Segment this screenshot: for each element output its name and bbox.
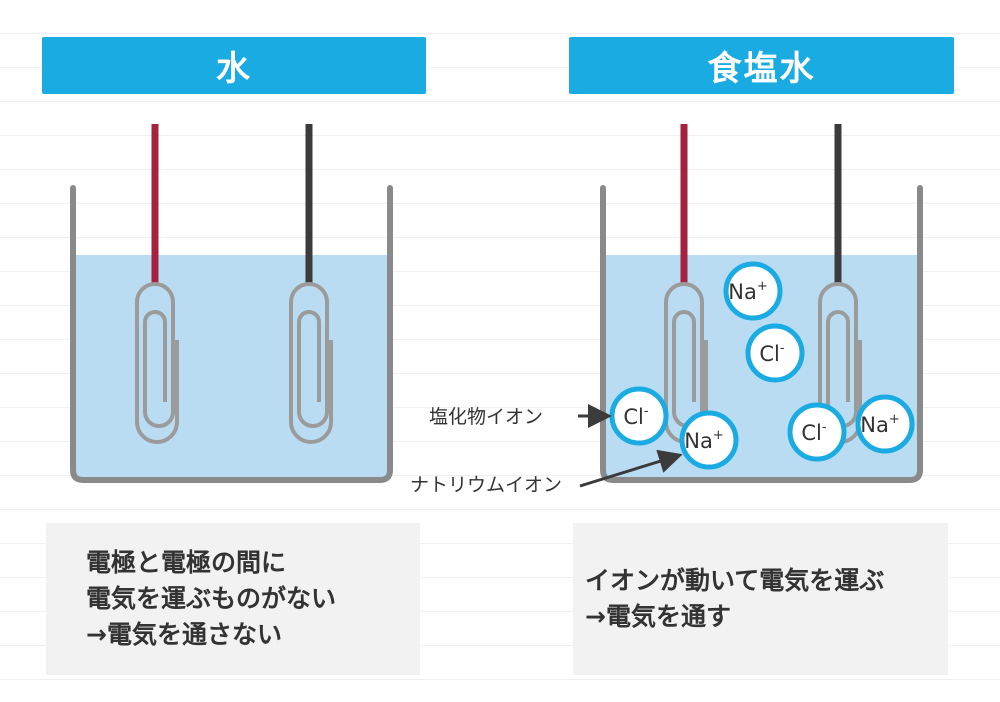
paperclip-left-2 bbox=[289, 282, 333, 444]
explanation-line: 電気を運ぶものがない bbox=[86, 584, 337, 613]
beaker-wall bbox=[70, 185, 393, 483]
saltwater-panel-title: 食塩水 bbox=[569, 37, 954, 94]
explanation-line: イオンが動いて電気を運ぶ bbox=[585, 566, 885, 595]
explanation-line: 電極と電極の間に bbox=[86, 548, 287, 577]
sodium-ion: Na+ bbox=[723, 261, 783, 321]
svg-text:Na+: Na+ bbox=[684, 428, 723, 453]
svg-text:Cl-: Cl- bbox=[759, 341, 785, 366]
sodium-callout-label: ナトリウムイオン bbox=[410, 474, 562, 496]
water-explanation-box: 電極と電極の間に 電気を運ぶものがない →電気を通さない bbox=[46, 523, 420, 675]
explanation-line: →電気を通す bbox=[585, 602, 731, 631]
chloride-ion: Cl- bbox=[787, 402, 847, 462]
water-beaker bbox=[70, 185, 393, 483]
sodium-callout-arrow bbox=[579, 449, 683, 488]
saltwater-beaker-wall bbox=[600, 185, 923, 483]
sodium-ion: Na+ bbox=[679, 410, 739, 470]
svg-text:Cl-: Cl- bbox=[623, 404, 649, 429]
chloride-callout-label: 塩化物イオン bbox=[429, 406, 543, 428]
sodium-ion: Na+ bbox=[855, 394, 915, 454]
water-panel-title: 水 bbox=[42, 37, 426, 94]
svg-text:Na+: Na+ bbox=[860, 412, 899, 437]
saltwater-explanation-box: イオンが動いて電気を運ぶ →電気を通す bbox=[573, 523, 948, 675]
svg-text:Cl-: Cl- bbox=[801, 420, 827, 445]
explanation-line: →電気を通さない bbox=[86, 620, 282, 649]
svg-text:Na+: Na+ bbox=[728, 279, 767, 304]
chloride-ion: Cl- bbox=[745, 323, 805, 383]
paperclip-left-1 bbox=[135, 282, 179, 444]
chloride-ion: Cl- bbox=[609, 386, 669, 446]
water-fill bbox=[73, 255, 390, 480]
